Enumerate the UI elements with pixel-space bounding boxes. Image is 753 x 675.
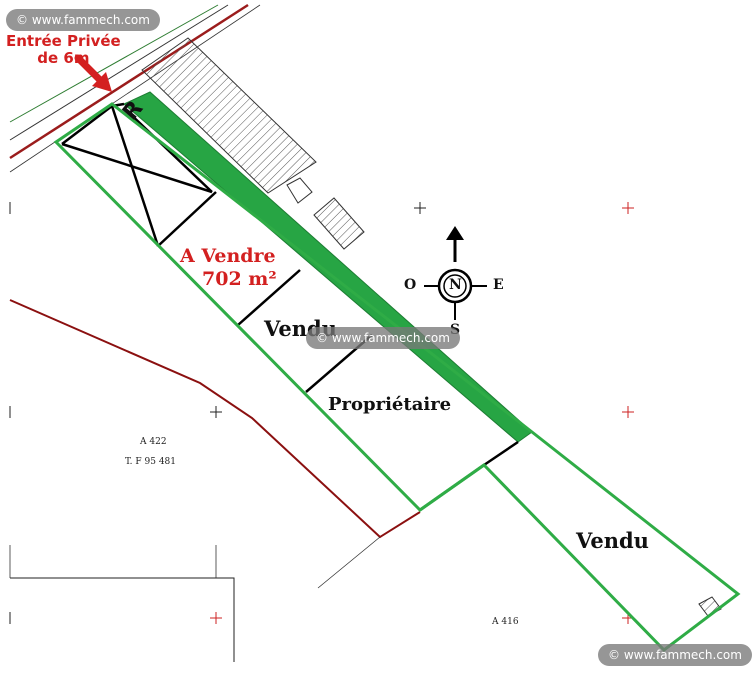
compass-north-label: N [449, 277, 462, 293]
compass-rose [424, 226, 487, 320]
compass-east-label: E [493, 277, 504, 293]
plot-owner-label: Propriétaire [328, 394, 452, 415]
for-sale-area: 702 m² [202, 268, 277, 290]
entrance-label-line2: de 6m [37, 49, 90, 67]
lot-division-lines [61, 102, 519, 467]
watermark-center: © www.fammech.com [306, 327, 460, 349]
entrance-label-line1: Entrée Privée [6, 32, 121, 50]
parcel-lines [9, 536, 381, 662]
adjacent-road-lines [9, 3, 261, 173]
watermark-bottom-right: © www.fammech.com [598, 644, 752, 666]
property-boundary [53, 102, 741, 652]
lot-split-line [419, 463, 485, 512]
watermark-top-left: © www.fammech.com [6, 9, 160, 31]
for-sale-label: A Vendre [180, 245, 276, 267]
survey-crosses-black [9, 202, 426, 624]
compass-west-label: O [404, 277, 417, 293]
hatched-buildings [141, 37, 722, 617]
entrance-arrow [74, 54, 112, 92]
parcel-422-label: A 422 [140, 437, 167, 447]
parcel-tf-label: T. F 95 481 [125, 457, 176, 467]
red-boundary-line [9, 299, 421, 539]
entrance-label: Entrée Privée de 6m [6, 33, 121, 67]
parcel-416-label: A 416 [492, 617, 519, 627]
plot-sold-label-2: Vendu [576, 528, 649, 553]
